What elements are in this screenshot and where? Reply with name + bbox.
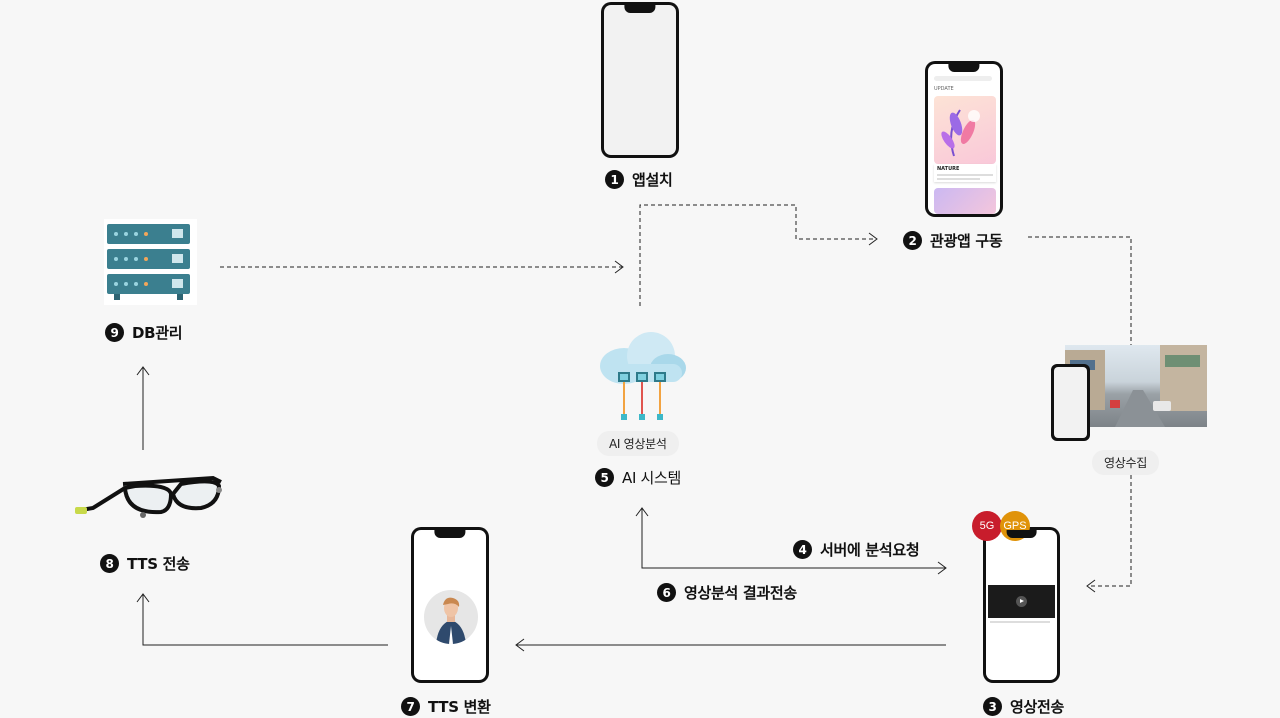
leaf-illustration — [941, 109, 980, 157]
step-8-label: TTS 전송 — [127, 555, 190, 573]
step-1-label: 앱설치 — [632, 171, 673, 189]
video-phone-image — [983, 527, 1060, 683]
server-db-icon — [104, 219, 197, 305]
step-3-label: 영상전송 — [1010, 698, 1065, 716]
step-3-video-send: 3 영상전송 — [983, 696, 1064, 717]
step-9-number: 9 — [105, 323, 124, 342]
video-collect-chip: 영상수집 — [1092, 450, 1159, 475]
glasses-to-db-connector — [136, 366, 150, 450]
step-4-number: 4 — [793, 540, 812, 559]
step-7-label: TTS 변환 — [428, 698, 491, 716]
app-card-title: NATURE — [937, 166, 960, 172]
ai-analysis-chip: AI 영상분석 — [597, 431, 679, 456]
cloud-ai-icon — [600, 332, 686, 420]
phone-to-tts-connector — [515, 638, 946, 652]
step-4-analysis-request: 4 서버에 분석요청 — [793, 539, 920, 560]
step-6-label: 영상분석 결과전송 — [684, 584, 797, 602]
step-5-ai-system: 5 AI 시스템 — [595, 467, 681, 488]
step-8-number: 8 — [100, 554, 119, 573]
center-to-app-connector — [639, 204, 878, 306]
step-1-number: 1 — [605, 170, 624, 189]
step-7-number: 7 — [401, 697, 420, 716]
step-6-number: 6 — [657, 583, 676, 602]
step-2-label: 관광앱 구동 — [930, 232, 1003, 250]
step-8-tts-send: 8 TTS 전송 — [100, 553, 190, 574]
step-1-app-install: 1 앱설치 — [605, 169, 673, 190]
step-2-app-launch: 2 관광앱 구동 — [903, 230, 1003, 251]
5g-badge: 5G — [972, 511, 1002, 541]
tourism-app-phone-image: UPDATE NATURE — [925, 61, 1003, 217]
step-5-label: AI 시스템 — [622, 469, 682, 487]
tts-phone-image — [411, 527, 489, 683]
db-to-center-connector — [220, 260, 624, 274]
play-icon[interactable] — [1016, 596, 1027, 607]
step-5-number: 5 — [595, 468, 614, 487]
step-7-tts-convert: 7 TTS 변환 — [401, 696, 491, 717]
step-6-result-send: 6 영상분석 결과전송 — [657, 582, 797, 603]
step-9-db-manage: 9 DB관리 — [105, 322, 183, 343]
step-2-number: 2 — [903, 231, 922, 250]
step-4-label: 서버에 분석요청 — [820, 541, 920, 559]
install-phone-image — [601, 2, 679, 158]
ai-to-phone-connector — [635, 507, 947, 575]
step-3-number: 3 — [983, 697, 1002, 716]
smart-glasses-image — [75, 475, 222, 518]
app-update-header: UPDATE — [934, 86, 954, 92]
user-avatar — [424, 590, 478, 644]
tts-to-glasses-connector — [136, 593, 388, 646]
collector-phone-image — [1051, 364, 1090, 441]
app-to-collect-connector — [1028, 236, 1132, 593]
step-9-label: DB관리 — [132, 324, 183, 342]
